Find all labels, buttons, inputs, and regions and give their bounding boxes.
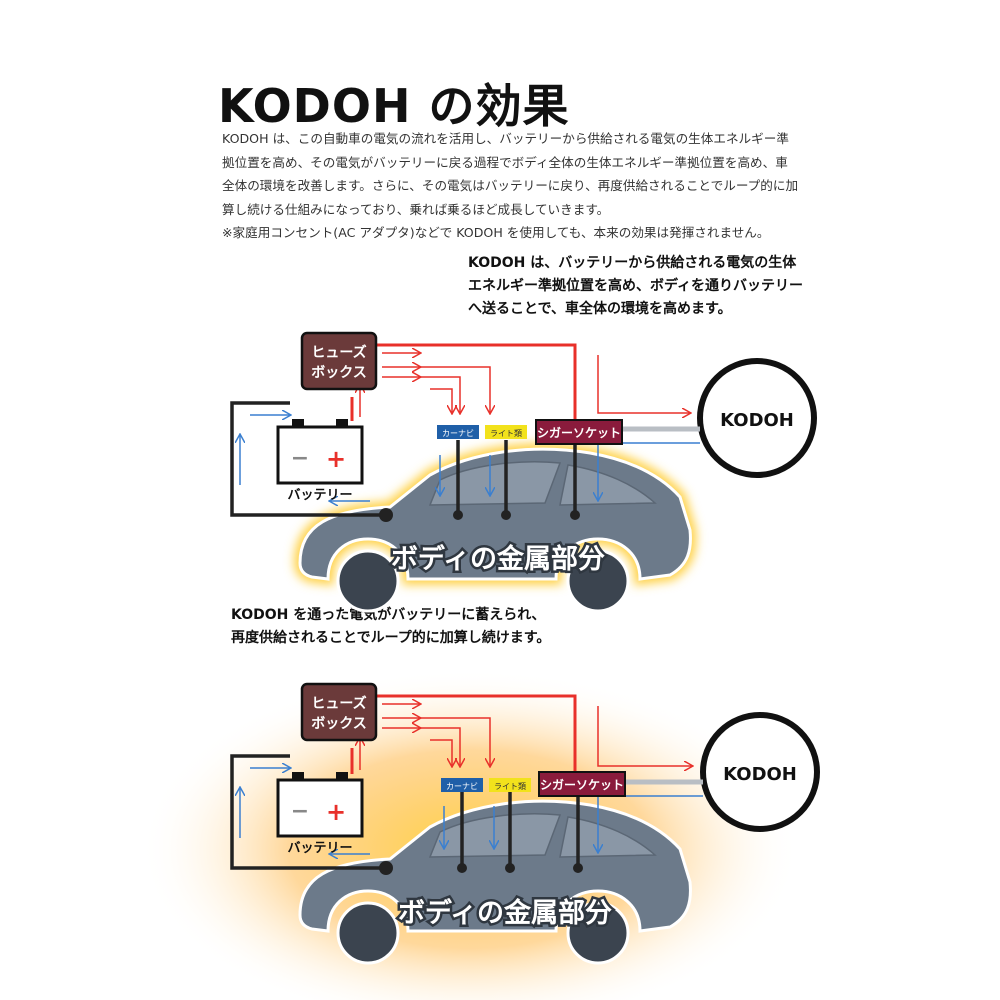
plus-icon: +: [326, 445, 346, 473]
navi-tag: カーナビ: [441, 778, 483, 792]
page-title: KODOH の効果: [218, 79, 570, 133]
body-metal-label: ボディの金属部分: [391, 543, 605, 575]
minus-icon: −: [291, 799, 309, 824]
cigar-socket: シガーソケット: [538, 771, 626, 797]
supply-arrows: [360, 353, 690, 417]
cigar-socket-label: シガーソケット: [540, 777, 624, 792]
callout-loop: KODOH を通った電気がバッテリーに蓄えられ、 再度供給されることでループ的に…: [231, 604, 550, 650]
fuse-box: ヒューズ ボックス: [300, 331, 378, 391]
supply-wires: [350, 343, 577, 421]
callout-line: KODOH は、バッテリーから供給される電気の生体: [468, 255, 797, 271]
return-arrows: [240, 415, 700, 501]
callout-line: 再度供給されることでループ的に加算し続けます。: [231, 630, 551, 646]
navi-label: カーナビ: [442, 429, 474, 438]
intro-line: 全体の環境を改善します。さらに、その電気はバッテリーに戻り、再度供給されることで…: [222, 178, 799, 193]
supply-arrows: [360, 704, 692, 770]
light-label: ライト類: [494, 781, 526, 791]
ground-wires: [230, 401, 577, 517]
battery: − + バッテリー: [276, 419, 364, 503]
body-metal-label: ボディの金属部分: [398, 897, 612, 929]
battery-label: バッテリー: [287, 841, 352, 856]
light-tag: ライト類: [489, 778, 531, 792]
kodoh-device: KODOH: [697, 358, 817, 478]
callout-supply: KODOH は、バッテリーから供給される電気の生体 エネルギー準拠位置を高め、ボ…: [468, 252, 803, 321]
cigar-socket: シガーソケット: [535, 419, 623, 445]
navi-tag: カーナビ: [437, 425, 479, 439]
ground-points: [379, 508, 580, 522]
car-body-illustration: [293, 443, 697, 613]
light-label: ライト類: [490, 428, 522, 438]
intro-line: KODOH は、この自動車の電気の流れを活用し、バッテリーから供給される電気の生…: [222, 131, 789, 146]
plus-icon: +: [326, 798, 346, 826]
fuse-box-label: ボックス: [311, 365, 367, 381]
intro-note: ※家庭用コンセント(AC アダプタ)などで KODOH を使用しても、本来の効果…: [222, 225, 770, 240]
minus-icon: −: [291, 446, 309, 471]
cigar-socket-label: シガーソケット: [537, 425, 621, 440]
kodoh-device: KODOH: [700, 712, 820, 832]
callout-line: エネルギー準拠位置を高め、ボディを通りバッテリー: [468, 278, 804, 294]
battery-label: バッテリー: [287, 488, 352, 503]
battery: − + バッテリー: [276, 772, 364, 856]
fuse-box: ヒューズ ボックス: [300, 682, 378, 742]
ground-wires: [230, 754, 580, 870]
intro-paragraph: KODOH は、この自動車の電気の流れを活用し、バッテリーから供給される電気の生…: [222, 127, 822, 245]
circuit-diagram-2: KODOH ヒューズ: [140, 672, 820, 1000]
car-body-illustration: [298, 799, 692, 965]
callout-line: KODOH を通った電気がバッテリーに蓄えられ、: [231, 607, 546, 623]
kodoh-label: KODOH: [720, 410, 794, 431]
ground-points: [379, 861, 583, 875]
fuse-box-label: ヒューズ: [311, 344, 366, 361]
supply-wires: [350, 694, 577, 774]
intro-line: 算し続ける仕組みになっており、乗れば乗るほど成長していきます。: [222, 201, 610, 217]
navi-label: カーナビ: [446, 782, 478, 791]
callout-line: へ送ることで、車全体の環境を高めます。: [468, 301, 732, 317]
intro-line: 拠位置を高め、その電気がバッテリーに戻る過程でボディ全体の生体エネルギー準拠位置…: [222, 154, 788, 170]
light-tag: ライト類: [485, 425, 527, 439]
fuse-box-label: ボックス: [311, 716, 367, 732]
circuit-diagram-1: KODOH ヒューズ: [230, 331, 817, 613]
kodoh-label: KODOH: [723, 764, 797, 785]
fuse-box-label: ヒューズ: [311, 695, 366, 712]
